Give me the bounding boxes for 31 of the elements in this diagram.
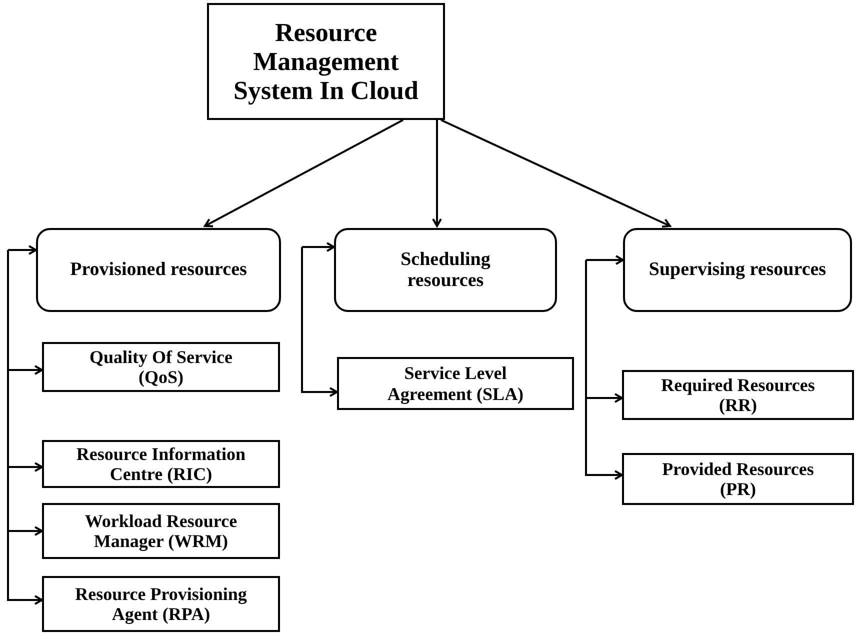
item-box xyxy=(622,370,854,420)
box-label: Supervising resources xyxy=(648,259,826,281)
box-label: Provisioned resources xyxy=(70,259,247,281)
box-label: Quality Of Service (QoS) xyxy=(88,346,234,388)
item-box xyxy=(42,342,280,392)
box-label: Workload Resource Manager (WRM) xyxy=(84,510,238,552)
arrow xyxy=(301,242,335,252)
arrow xyxy=(204,119,404,228)
item-box xyxy=(42,440,280,488)
arrow xyxy=(432,120,442,227)
category-box xyxy=(623,228,852,312)
box-label: Required Resources (RR) xyxy=(660,374,816,416)
title-box xyxy=(207,3,445,120)
box-label: Provided Resources (PR) xyxy=(661,458,815,500)
item-box xyxy=(622,453,854,505)
box-label: Scheduling resources xyxy=(400,248,492,292)
box-label: Resource Information Centre (RIC) xyxy=(75,444,247,484)
item-box xyxy=(42,503,280,559)
box-label: Service Level Agreement (SLA) xyxy=(386,363,525,404)
category-box xyxy=(36,228,281,312)
item-box xyxy=(42,576,280,632)
category-box xyxy=(334,228,557,312)
box-label: Resource Management System In Cloud xyxy=(232,18,420,106)
box-label: Resource Provisioning Agent (RPA) xyxy=(74,584,248,624)
arrow xyxy=(585,255,624,265)
arrow xyxy=(585,260,623,480)
arrow xyxy=(7,245,37,255)
arrow xyxy=(301,247,338,397)
item-box xyxy=(337,357,574,410)
arrow xyxy=(7,250,43,605)
arrow xyxy=(440,119,671,228)
